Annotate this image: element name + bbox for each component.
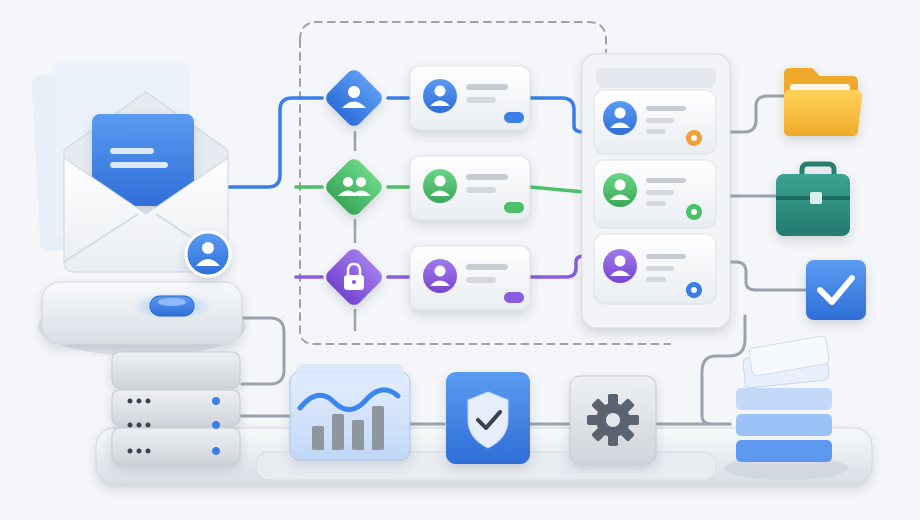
- connector-directory-to-storage: [700, 314, 747, 426]
- filter-green-group[interactable]: [323, 156, 385, 218]
- connector-email-to-server: [238, 316, 286, 386]
- email-module: [31, 62, 246, 356]
- lock-icon: [344, 262, 364, 290]
- user-icon: [348, 86, 360, 98]
- connector-purple-card-to-directory: [528, 254, 586, 279]
- filter-blue-user[interactable]: [323, 67, 385, 129]
- profile-card-green[interactable]: [409, 155, 531, 221]
- profile-card-blue[interactable]: [409, 65, 531, 131]
- connector-to-folder: [720, 94, 788, 134]
- connector-blue-card-to-directory: [528, 96, 586, 134]
- shield-check-icon[interactable]: [446, 372, 530, 464]
- stacked-layers-icon[interactable]: [724, 335, 848, 480]
- gear-icon[interactable]: [569, 375, 657, 465]
- connector-green-card-to-directory: [528, 185, 586, 194]
- email-document: [92, 114, 194, 206]
- connector-email-to-filter: [226, 96, 324, 189]
- check-icon[interactable]: [806, 260, 866, 320]
- connectors: [226, 21, 808, 426]
- status-pill: [504, 292, 524, 303]
- filter-purple-lock[interactable]: [323, 246, 385, 308]
- users-icon: [338, 177, 371, 196]
- directory-entry-purple[interactable]: [593, 233, 717, 305]
- server-rack-icon[interactable]: [111, 351, 241, 465]
- status-pill: [504, 202, 524, 213]
- folder-icon[interactable]: [784, 68, 862, 136]
- bar-chart-icon[interactable]: [289, 364, 411, 461]
- profile-card-purple[interactable]: [409, 245, 531, 311]
- directory-entry-green[interactable]: [593, 159, 717, 229]
- dashed-group-frame: [299, 21, 671, 345]
- directory-entry-blue[interactable]: [593, 89, 717, 155]
- connector-pipeline: [238, 414, 722, 426]
- status-pill: [504, 112, 524, 123]
- briefcase-icon[interactable]: [776, 161, 850, 236]
- connector-to-check: [720, 260, 808, 292]
